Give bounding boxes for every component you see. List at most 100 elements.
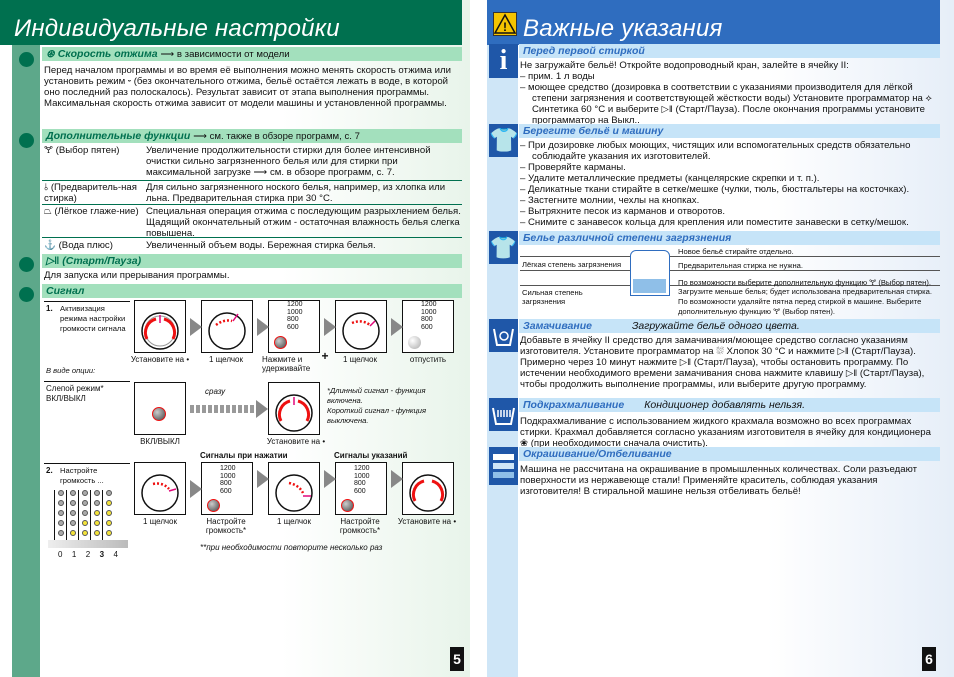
- volume-dot: [58, 490, 64, 496]
- section-signal: Сигнал: [42, 284, 462, 298]
- divider: [44, 301, 130, 302]
- volume-dot: [70, 490, 76, 496]
- section-heading: Сигнал: [46, 285, 85, 297]
- volume-slider: [48, 540, 128, 548]
- dashed-arrow: [190, 405, 256, 413]
- info-icon: i: [489, 44, 518, 78]
- list-item: – Проверяйте карманы.: [520, 162, 626, 173]
- volume-dot: [58, 500, 64, 506]
- section-care: Берегите бельё и машину: [519, 124, 940, 138]
- section-heading: Перед первой стиркой: [523, 45, 645, 57]
- dial-illustration: [201, 300, 253, 353]
- svg-text:!: !: [503, 20, 507, 34]
- list-item: – Вытряхните песок из карманов и отворот…: [520, 206, 726, 217]
- care-list: – При дозировке любых моющих, чистящих и…: [520, 140, 940, 228]
- volume-dot: [82, 490, 88, 496]
- page-number: 6: [922, 647, 936, 671]
- dial-illustration: [268, 382, 320, 435]
- volume-dot: [106, 530, 112, 536]
- step1-text: Активизация режима настройки громкости с…: [60, 304, 126, 333]
- volume-level-grid: [54, 490, 118, 540]
- section-extra-functions: Дополнительные функции ⟶ см. также в обз…: [42, 129, 462, 143]
- section-heading: Окрашивание/Отбеливание: [523, 448, 672, 460]
- arrow-icon: [257, 318, 269, 336]
- section-heading: Берегите бельё и машину: [523, 125, 664, 137]
- starch-text: Подкрахмаливание с использованием жидког…: [520, 416, 931, 449]
- note: Короткий сигнал - функция выключена.: [327, 406, 427, 425]
- dial-illustration: [402, 462, 454, 515]
- divider: [44, 381, 130, 382]
- list-item: – При дозировке любых моющих, чистящих и…: [520, 140, 911, 162]
- bullet-dot: [19, 52, 34, 67]
- section-subtitle: в зависимости от модели: [176, 49, 290, 60]
- table-row: ⏢ (Лёгкое глаже-ние)Специальная операция…: [42, 206, 462, 239]
- starch-icon: [489, 398, 518, 431]
- list-item: – Деликатные ткани стирайте в сетке/мешк…: [520, 184, 910, 195]
- dial-illustration: [134, 300, 186, 353]
- arrow-icon: [190, 480, 202, 498]
- volume-dot: [58, 520, 64, 526]
- volume-dot: [58, 510, 64, 516]
- arrow-icon: [257, 470, 269, 488]
- shirt-icon: 👕: [489, 124, 519, 157]
- start-pause-icon: ▷‖: [46, 255, 60, 267]
- page-title: Важные указания: [487, 0, 940, 45]
- arrow-icon: [324, 318, 336, 336]
- volume-dot: [82, 530, 88, 536]
- dye-text: Машина не рассчитана на окрашивание в пр…: [520, 464, 917, 497]
- table-row: ⚓ (Вода плюс)Увеличенный объем воды. Бер…: [44, 240, 376, 251]
- arrow-icon: [391, 470, 403, 488]
- soak-icon: [489, 319, 518, 352]
- bullet-dot: [19, 287, 34, 302]
- volume-dot: [70, 530, 76, 536]
- arrow-icon: [256, 400, 268, 418]
- section-dye: Окрашивание/Отбеливание: [519, 447, 940, 461]
- volume-dot: [70, 520, 76, 526]
- shirt-illustration: [630, 250, 670, 296]
- stained-shirt-icon: 👕: [489, 231, 518, 264]
- volume-dot: [70, 510, 76, 516]
- button-illustration: [134, 382, 186, 435]
- blind-mode-text: Слепой режим* ВКЛ/ВЫКЛ: [46, 384, 104, 403]
- volume-dot: [94, 530, 100, 536]
- spin-text: Перед началом программы и во время её вы…: [44, 65, 451, 109]
- warning-icon: !: [493, 12, 517, 36]
- table-row: 🝖 (Выбор пятен)Увеличение продолжительно…: [42, 145, 462, 181]
- volume-dot: [94, 510, 100, 516]
- volume-dot: [106, 500, 112, 506]
- divider: [44, 463, 130, 464]
- volume-dot: [106, 490, 112, 496]
- section-heading: Замачивание: [523, 320, 592, 332]
- bullet-dot: [19, 133, 34, 148]
- section-first-wash: Перед первой стиркой: [519, 44, 940, 58]
- first-wash-text: Не загружайте бельё! Откройте водопровод…: [520, 60, 932, 126]
- page-number: 5: [450, 647, 464, 671]
- note: *Длинный сигнал - функция включена.: [327, 386, 426, 405]
- dial-illustration: [134, 462, 186, 515]
- dial-illustration: [335, 300, 387, 353]
- dye-icon: [489, 447, 518, 485]
- section-spin-speed: ⊛ Скорость отжима ⟶ в зависимости от мод…: [42, 47, 462, 61]
- list-item: – Снимите с занавесок кольца для креплен…: [520, 217, 909, 228]
- section-heading: (Старт/Пауза): [62, 255, 142, 267]
- margin-strip: [12, 45, 40, 677]
- section-soil: Белье различной степени загрязнения: [519, 231, 940, 245]
- right-page: Важные указания ! i 👕 👕 Перед первой сти…: [487, 0, 954, 677]
- left-page: Индивидуальные настройки ⊛ Скорость отжи…: [0, 0, 470, 677]
- section-heading: Скорость отжима: [57, 48, 158, 60]
- volume-dot: [106, 510, 112, 516]
- volume-dot: [94, 490, 100, 496]
- volume-dot: [106, 520, 112, 526]
- bullet-dot: [19, 257, 34, 272]
- list-item: – Удалите металлические предметы (канцел…: [520, 173, 820, 184]
- volume-dot: [70, 500, 76, 506]
- start-pause-text: Для запуска или прерывания программы.: [44, 270, 230, 281]
- volume-dot: [94, 520, 100, 526]
